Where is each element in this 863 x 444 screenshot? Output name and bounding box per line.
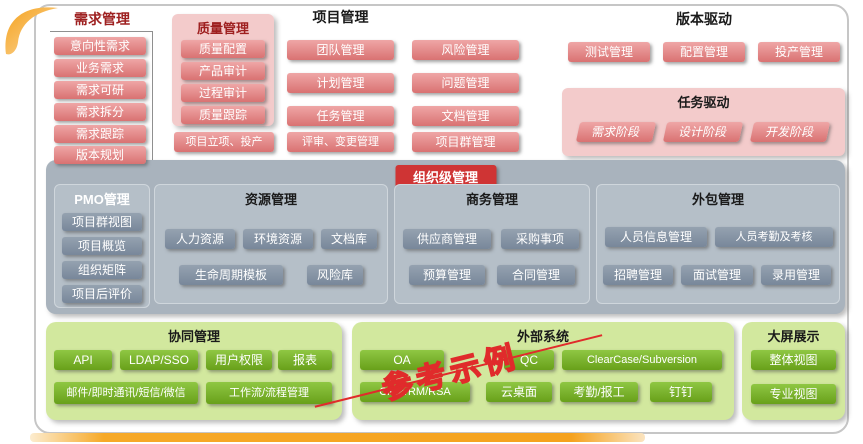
module-project-overview: 项目概览: [62, 237, 142, 255]
quality-title: 质量管理: [196, 21, 249, 36]
module-lifecycle-template: 生命周期模板: [179, 265, 283, 285]
module-test-mgmt: 测试管理: [568, 42, 650, 62]
module-mail-im-sms-wechat: 邮件/即时通讯/短信/微信: [54, 382, 198, 404]
module-document-library: 文档库: [321, 229, 377, 249]
module-user-permissions: 用户权限: [206, 350, 272, 370]
module-contract-mgmt: 合同管理: [497, 265, 575, 285]
requirements-title: 需求管理: [74, 11, 130, 27]
pmo-title: PMO管理: [74, 192, 130, 207]
resource-subpanel: 资源管理 人力资源 环境资源 文档库 生命周期模板 风险库: [154, 184, 388, 304]
module-design-phase: 设计阶段: [662, 122, 744, 142]
module-interview-mgmt: 面试管理: [681, 265, 753, 285]
module-issue-mgmt: 问题管理: [412, 73, 519, 93]
module-plan-mgmt: 计划管理: [287, 73, 394, 93]
module-reports: 报表: [278, 350, 332, 370]
module-requirement-split: 需求拆分: [54, 103, 146, 121]
module-supplier-mgmt: 供应商管理: [403, 229, 491, 249]
module-product-audit: 产品审计: [181, 62, 265, 80]
resource-title: 资源管理: [244, 192, 297, 207]
organization-panel: 组织级管理 PMO管理 项目群视图 项目概览 组织矩阵 项目后评价 资源管理 人…: [46, 160, 845, 314]
version-driven-title: 版本驱动: [676, 11, 732, 27]
pmo-subpanel: PMO管理 项目群视图 项目概览 组织矩阵 项目后评价: [54, 184, 150, 308]
module-procurement-items: 采购事项: [501, 229, 579, 249]
requirements-bracket: [50, 31, 153, 166]
task-driven-panel: 任务驱动 需求阶段 设计阶段 开发阶段: [562, 88, 845, 156]
module-quality-config: 质量配置: [181, 40, 265, 58]
module-dingtalk: 钉钉: [650, 382, 712, 402]
module-human-resources: 人力资源: [165, 229, 235, 249]
module-risk-mgmt: 风险管理: [412, 40, 519, 60]
collaboration-title: 协同管理: [167, 329, 220, 344]
module-api: API: [54, 350, 112, 370]
module-project-initiation: 项目立项、投产: [174, 132, 274, 152]
module-business-requirement: 业务需求: [54, 59, 146, 77]
module-version-planning: 版本规划: [54, 146, 146, 164]
module-process-audit: 过程审计: [181, 84, 265, 102]
module-risk-library: 风险库: [307, 265, 363, 285]
business-subpanel: 商务管理 供应商管理 采购事项 预算管理 合同管理: [394, 184, 590, 304]
module-team-mgmt: 团队管理: [287, 40, 394, 60]
quality-panel: 质量管理 质量配置 产品审计 过程审计 质量跟踪: [172, 14, 274, 126]
module-staff-info-mgmt: 人员信息管理: [605, 227, 707, 247]
module-environment-resources: 环境资源: [243, 229, 313, 249]
module-task-mgmt: 任务管理: [287, 106, 394, 126]
module-config-mgmt: 配置管理: [663, 42, 745, 62]
module-intent-requirement: 意向性需求: [54, 37, 146, 55]
module-staff-attendance-assessment: 人员考勤及考核: [715, 227, 833, 247]
outsourcing-subpanel: 外包管理 人员信息管理 人员考勤及考核 招聘管理 面试管理 录用管理: [596, 184, 840, 304]
business-title: 商务管理: [465, 192, 518, 207]
module-professional-view: 专业视图: [751, 384, 836, 404]
module-review-change-mgmt: 评审、变更管理: [287, 132, 394, 152]
orange-swoosh-decoration: [5, 7, 58, 55]
module-recruitment-mgmt: 招聘管理: [603, 265, 673, 285]
module-workflow-process-mgmt: 工作流/流程管理: [206, 382, 332, 404]
module-doc-mgmt: 文档管理: [412, 106, 519, 126]
module-overall-view: 整体视图: [751, 350, 836, 370]
task-driven-title: 任务驱动: [677, 95, 730, 110]
outsourcing-title: 外包管理: [691, 192, 744, 207]
project-title: 项目管理: [312, 9, 369, 25]
module-requirement-feasibility: 需求可研: [54, 81, 146, 99]
module-ldap-sso: LDAP/SSO: [120, 350, 198, 370]
collaboration-panel: 协同管理 API LDAP/SSO 用户权限 报表 邮件/即时通讯/短信/微信 …: [46, 322, 342, 420]
module-hiring-mgmt: 录用管理: [761, 265, 831, 285]
module-budget-mgmt: 预算管理: [409, 265, 485, 285]
big-screen-title: 大屏展示: [767, 329, 820, 344]
module-org-matrix: 组织矩阵: [62, 261, 142, 279]
module-attendance-reporting: 考勤/报工: [560, 382, 638, 402]
module-program-mgmt: 项目群管理: [412, 132, 519, 152]
module-requirement-phase: 需求阶段: [575, 122, 657, 142]
module-quality-tracking: 质量跟踪: [181, 106, 265, 124]
module-clearcase-subversion: ClearCase/Subversion: [562, 350, 722, 370]
orange-bottom-bar: [30, 433, 645, 442]
module-project-post-evaluation: 项目后评价: [62, 285, 142, 303]
module-program-view: 项目群视图: [62, 213, 142, 231]
module-requirement-tracking: 需求跟踪: [54, 125, 146, 143]
module-release-mgmt: 投产管理: [758, 42, 840, 62]
big-screen-panel: 大屏展示 整体视图 专业视图: [742, 322, 845, 420]
module-development-phase: 开发阶段: [749, 122, 831, 142]
module-cloud-desktop: 云桌面: [486, 382, 552, 402]
organization-title-chip: 组织级管理: [394, 165, 497, 188]
